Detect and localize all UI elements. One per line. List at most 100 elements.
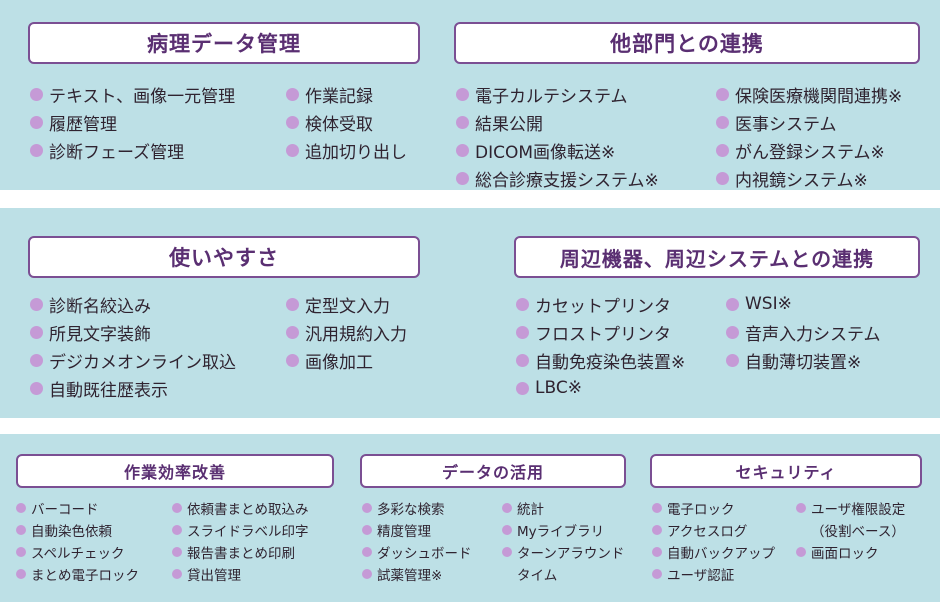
bullet-icon xyxy=(16,547,26,557)
list-item: がん登録システム※ xyxy=(716,136,902,164)
list-item: 自動免疫染色装置※ xyxy=(516,346,685,374)
list-item-label: 自動免疫染色装置※ xyxy=(535,352,686,373)
bullet-icon xyxy=(362,525,372,535)
list-item-label: 診断名絞込み xyxy=(49,296,151,317)
list-item: ユーザ権限設定 xyxy=(796,497,905,519)
list-item: 所見文字装飾 xyxy=(30,318,236,346)
list-item-label: タイム xyxy=(517,568,558,584)
list-item: 医事システム xyxy=(716,108,902,136)
efficiency-list-1: バーコード 自動染色依頼 スペルチェック まとめ電子ロック xyxy=(16,497,139,585)
list-item: 診断フェーズ管理 xyxy=(30,136,235,164)
list-item: 統計 xyxy=(502,497,624,519)
list-item: 電子カルテシステム xyxy=(456,80,659,108)
list-item: 自動薄切装置※ xyxy=(726,346,881,374)
list-item-label: 自動バックアップ xyxy=(667,546,775,562)
list-item: 内視鏡システム※ xyxy=(716,164,902,192)
bullet-icon xyxy=(652,547,662,557)
bullet-icon xyxy=(362,503,372,513)
efficiency-list-2: 依頼書まとめ取込み スライドラベル印字 報告書まとめ印刷 貸出管理 xyxy=(172,497,309,585)
list-item: 試薬管理※ xyxy=(362,563,472,585)
security-header: セキュリティ xyxy=(650,454,922,488)
bullet-icon xyxy=(716,171,729,185)
list-item: まとめ電子ロック xyxy=(16,563,139,585)
list-item-label: がん登録システム※ xyxy=(735,142,885,163)
bullet-icon xyxy=(30,143,43,157)
list-item-label: Myライブラリ xyxy=(517,524,605,540)
list-item: フロストプリンタ xyxy=(516,318,685,346)
pathology-list-1: テキスト、画像一元管理 履歴管理 診断フェーズ管理 xyxy=(30,80,235,164)
list-item: 精度管理 xyxy=(362,519,472,541)
bullet-icon xyxy=(456,115,469,129)
bullet-icon xyxy=(456,87,469,101)
pathology-header: 病理データ管理 xyxy=(28,22,420,64)
data-use-list-1: 多彩な検索 精度管理 ダッシュボード 試薬管理※ xyxy=(362,497,472,585)
list-item: 多彩な検索 xyxy=(362,497,472,519)
list-item-label: 自動既往歴表示 xyxy=(49,380,168,401)
bullet-icon xyxy=(16,569,26,579)
list-item-label: まとめ電子ロック xyxy=(31,568,139,584)
list-item: 自動バックアップ xyxy=(652,541,775,563)
integration-list-1: 電子カルテシステム 結果公開 DICOM画像転送※ 総合診療支援システム※ xyxy=(456,80,659,192)
devices-header: 周辺機器、周辺システムとの連携 xyxy=(514,236,920,278)
list-item: デジカメオンライン取込 xyxy=(30,346,236,374)
list-item-label: （役割ベース） xyxy=(811,524,905,540)
list-item: カセットプリンタ xyxy=(516,290,685,318)
bullet-icon xyxy=(172,525,182,535)
bullet-icon xyxy=(516,353,529,367)
bullet-icon xyxy=(30,87,43,101)
devices-list-2: WSI※ 音声入力システム 自動薄切装置※ xyxy=(726,290,881,374)
data-use-header: データの活用 xyxy=(360,454,626,488)
list-item-label: ユーザ認証 xyxy=(667,568,735,584)
bullet-icon xyxy=(796,503,806,513)
data-use-list-2: 統計 Myライブラリ ターンアラウンド タイム xyxy=(502,497,624,585)
list-item-label: 内視鏡システム※ xyxy=(735,170,868,191)
list-item-label: 画面ロック xyxy=(811,546,879,562)
list-item: スライドラベル印字 xyxy=(172,519,309,541)
bullet-icon xyxy=(286,325,299,339)
list-item-label: 所見文字装飾 xyxy=(49,324,151,345)
bullet-icon xyxy=(516,325,529,339)
list-item: 依頼書まとめ取込み xyxy=(172,497,309,519)
list-item: DICOM画像転送※ xyxy=(456,136,659,164)
list-item-label: 追加切り出し xyxy=(305,142,407,163)
bullet-icon xyxy=(652,569,662,579)
list-item-label: 医事システム xyxy=(735,114,837,135)
bullet-icon xyxy=(726,353,739,367)
list-item-label: 汎用規約入力 xyxy=(305,324,407,345)
list-item-label: WSI※ xyxy=(745,294,792,314)
list-item-label: フロストプリンタ xyxy=(535,324,671,345)
list-item-label: 電子ロック xyxy=(667,502,735,518)
list-item: LBC※ xyxy=(516,374,685,402)
list-item: 画像加工 xyxy=(286,346,407,374)
usability-header: 使いやすさ xyxy=(28,236,420,278)
list-item-label: ターンアラウンド xyxy=(517,546,625,562)
bullet-icon xyxy=(30,353,43,367)
list-item: 追加切り出し xyxy=(286,136,407,164)
bullet-icon xyxy=(716,115,729,129)
bullet-icon xyxy=(16,503,26,513)
bullet-icon xyxy=(286,115,299,129)
list-item-label: 自動薄切装置※ xyxy=(745,352,862,373)
list-item: バーコード xyxy=(16,497,139,519)
list-item: スペルチェック xyxy=(16,541,139,563)
list-item-label: DICOM画像転送※ xyxy=(475,142,616,163)
list-item: ダッシュボード xyxy=(362,541,472,563)
bullet-icon xyxy=(30,115,43,129)
list-item-label: LBC※ xyxy=(535,378,582,398)
bullet-icon xyxy=(456,171,469,185)
bullet-icon xyxy=(796,547,806,557)
security-list-1: 電子ロック アクセスログ 自動バックアップ ユーザ認証 xyxy=(652,497,775,585)
list-item: WSI※ xyxy=(726,290,881,318)
list-item: 結果公開 xyxy=(456,108,659,136)
bullet-icon xyxy=(286,297,299,311)
list-item-label: カセットプリンタ xyxy=(535,296,671,317)
list-item-label: 貸出管理 xyxy=(187,568,241,584)
list-item-label: ユーザ権限設定 xyxy=(811,502,906,518)
bullet-icon xyxy=(30,325,43,339)
list-item-continuation: タイム xyxy=(502,563,624,585)
bullet-icon xyxy=(456,143,469,157)
list-item: 貸出管理 xyxy=(172,563,309,585)
list-item-label: 作業記録 xyxy=(305,86,373,107)
list-item: 自動染色依頼 xyxy=(16,519,139,541)
list-item-continuation: （役割ベース） xyxy=(796,519,905,541)
